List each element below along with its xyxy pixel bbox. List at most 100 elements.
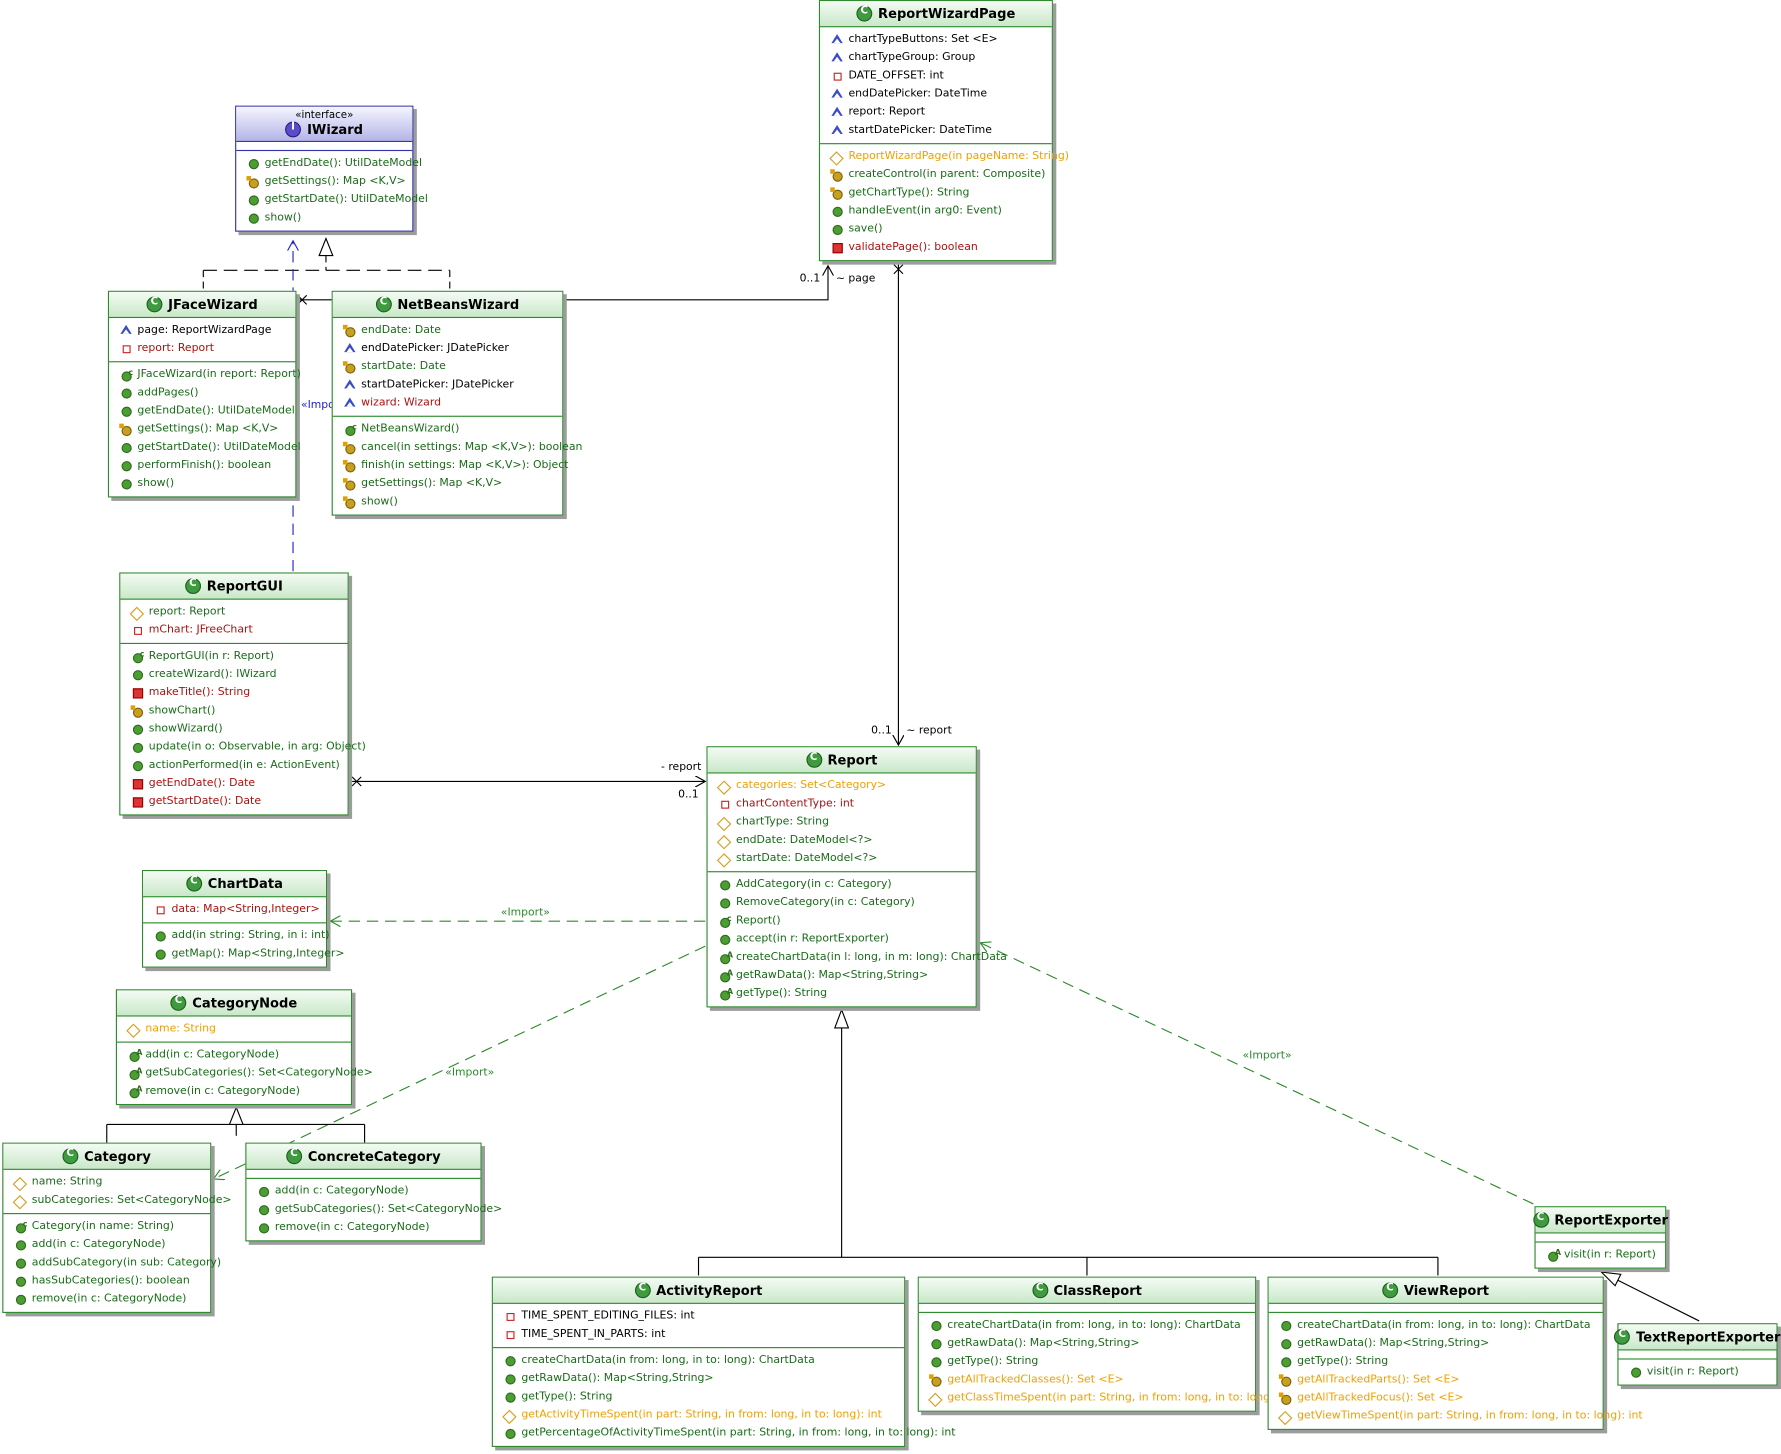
operation-row[interactable]: handleEvent(in arg0: Event) bbox=[820, 202, 1052, 220]
attribute-row[interactable]: page: ReportWizardPage bbox=[109, 321, 295, 339]
operation-row[interactable]: getSettings(): Map <K,V> bbox=[109, 420, 295, 438]
operation-row[interactable]: remove(in c: CategoryNode) bbox=[246, 1219, 480, 1237]
operation-row[interactable]: getSubCategories(): Set<CategoryNode> bbox=[117, 1062, 373, 1082]
attribute-row[interactable]: name: String bbox=[117, 1020, 351, 1038]
operation-row[interactable]: accept(in r: ReportExporter) bbox=[708, 930, 976, 948]
operation-row[interactable]: createWizard(): IWizard bbox=[120, 666, 347, 684]
operation-row[interactable]: add(in c: CategoryNode) bbox=[3, 1236, 210, 1254]
operation-row[interactable]: validatePage(): boolean bbox=[820, 239, 1052, 257]
attribute-row[interactable]: endDate: DateModel<?> bbox=[708, 831, 976, 849]
operation-row[interactable]: ReportWizardPage(in pageName: String) bbox=[820, 148, 1069, 166]
attribute-row[interactable]: chartTypeGroup: Group bbox=[820, 49, 1052, 67]
operation-row[interactable]: getRawData(): Map<String,String> bbox=[919, 1335, 1255, 1353]
attribute-row[interactable]: endDatePicker: DateTime bbox=[820, 85, 1052, 103]
attribute-row[interactable]: data: Map<String,Integer> bbox=[143, 901, 326, 919]
operation-row[interactable]: visit(in r: Report) bbox=[1619, 1363, 1777, 1381]
attribute-row[interactable]: startDate: DateModel<?> bbox=[708, 850, 976, 868]
operation-row[interactable]: getViewTimeSpent(in part: String, in fro… bbox=[1269, 1407, 1643, 1425]
operation-row[interactable]: JFaceWizard(in report: Report) bbox=[109, 363, 301, 384]
operation-row[interactable]: finish(in settings: Map <K,V>): Object bbox=[333, 457, 568, 475]
operation-row[interactable]: Category(in name: String) bbox=[3, 1215, 210, 1236]
operation-row[interactable]: getAllTrackedFocus(): Set <E> bbox=[1269, 1389, 1603, 1407]
operation-row[interactable]: getEndDate(): UtilDateModel bbox=[109, 402, 295, 420]
operation-row[interactable]: show() bbox=[236, 209, 412, 227]
operation-row[interactable]: showChart() bbox=[120, 702, 347, 720]
operation-row[interactable]: showWizard() bbox=[120, 720, 347, 738]
operation-row[interactable]: hasSubCategories(): boolean bbox=[3, 1272, 210, 1290]
operation-row[interactable]: addSubCategory(in sub: Category) bbox=[3, 1254, 221, 1272]
operation-row[interactable]: getType(): String bbox=[708, 982, 976, 1003]
attribute-row[interactable]: TIME_SPENT_EDITING_FILES: int bbox=[493, 1307, 904, 1325]
attribute-row[interactable]: wizard: Wizard bbox=[333, 394, 562, 412]
operation-row[interactable]: createChartData(in l: long, in m: long):… bbox=[708, 946, 1007, 966]
attribute-row[interactable]: endDate: Date bbox=[333, 321, 562, 339]
operation-row[interactable]: add(in string: String, in i: int) bbox=[143, 927, 330, 945]
operation-row[interactable]: ReportGUI(in r: Report) bbox=[120, 645, 347, 665]
attribute-row[interactable]: endDatePicker: JDatePicker bbox=[333, 340, 562, 358]
operation-row[interactable]: getEndDate(): UtilDateModel bbox=[236, 154, 422, 172]
operation-row[interactable]: getRawData(): Map<String,String> bbox=[1269, 1335, 1603, 1353]
operation-row[interactable]: getClassTimeSpent(in part: String, in fr… bbox=[919, 1389, 1295, 1407]
operation-row[interactable]: AddCategory(in c: Category) bbox=[708, 876, 976, 894]
operation-row[interactable]: add(in c: CategoryNode) bbox=[246, 1182, 480, 1200]
operation-row[interactable]: getActivityTimeSpent(in part: String, in… bbox=[493, 1406, 904, 1424]
attribute-row[interactable]: report: Report bbox=[820, 103, 1052, 121]
attribute-row[interactable]: mChart: JFreeChart bbox=[120, 621, 347, 639]
attribute-row[interactable]: chartTypeButtons: Set <E> bbox=[820, 31, 1052, 49]
operation-row[interactable]: actionPerformed(in e: ActionEvent) bbox=[120, 756, 347, 774]
attribute-row[interactable]: report: Report bbox=[109, 340, 295, 358]
operation-row[interactable]: createControl(in parent: Composite) bbox=[820, 166, 1052, 184]
attribute-row[interactable]: startDatePicker: JDatePicker bbox=[333, 376, 562, 394]
operation-row[interactable]: getAllTrackedParts(): Set <E> bbox=[1269, 1371, 1603, 1389]
operation-row[interactable]: visit(in r: Report) bbox=[1536, 1244, 1665, 1264]
operation-row[interactable]: getType(): String bbox=[919, 1353, 1255, 1371]
operation-row[interactable]: getStartDate(): UtilDateModel bbox=[109, 438, 301, 456]
operation-row[interactable]: remove(in c: CategoryNode) bbox=[3, 1290, 210, 1308]
operation-row[interactable]: NetBeansWizard() bbox=[333, 418, 562, 438]
attribute-row[interactable]: chartContentType: int bbox=[708, 795, 976, 813]
operation-row[interactable]: Report() bbox=[708, 910, 976, 930]
operation-row[interactable]: getType(): String bbox=[493, 1388, 904, 1406]
attribute-row[interactable]: name: String bbox=[3, 1173, 210, 1191]
attribute-row[interactable]: TIME_SPENT_IN_PARTS: int bbox=[493, 1325, 904, 1343]
attribute-row[interactable]: startDate: Date bbox=[333, 358, 562, 376]
operation-row[interactable]: performFinish(): boolean bbox=[109, 457, 295, 475]
operation-row[interactable]: update(in o: Observable, in arg: Object) bbox=[120, 738, 366, 756]
operation-row[interactable]: makeTitle(): String bbox=[120, 684, 347, 702]
operation-row[interactable]: getEndDate(): Date bbox=[120, 775, 347, 793]
attribute-row[interactable]: categories: Set<Category> bbox=[708, 777, 976, 795]
operation-row[interactable]: createChartData(in from: long, in to: lo… bbox=[919, 1316, 1255, 1334]
attribute-row[interactable]: subCategories: Set<CategoryNode> bbox=[3, 1191, 232, 1209]
operation-row[interactable]: getRawData(): Map<String,String> bbox=[493, 1370, 904, 1388]
operation-row[interactable]: getPercentageOfActivityTimeSpent(in part… bbox=[493, 1424, 956, 1442]
operation-row[interactable]: getMap(): Map<String,Integer> bbox=[143, 945, 344, 963]
operation-row[interactable]: show() bbox=[109, 475, 295, 493]
class-activityreport[interactable]: ActivityReportTIME_SPENT_EDITING_FILES: … bbox=[491, 1276, 956, 1448]
operation-row[interactable]: getSettings(): Map <K,V> bbox=[333, 475, 562, 493]
operation-row[interactable]: getSubCategories(): Set<CategoryNode> bbox=[246, 1201, 502, 1219]
attribute-row[interactable]: report: Report bbox=[120, 603, 347, 621]
operation-row[interactable]: getRawData(): Map<String,String> bbox=[708, 964, 976, 985]
operation-row[interactable]: getStartDate(): Date bbox=[120, 793, 347, 811]
operation-row[interactable]: createChartData(in from: long, in to: lo… bbox=[493, 1352, 904, 1370]
attribute-row[interactable]: DATE_OFFSET: int bbox=[820, 67, 1052, 85]
operation-row[interactable]: getChartType(): String bbox=[820, 184, 1052, 202]
operation-row[interactable]: getType(): String bbox=[1269, 1353, 1603, 1371]
operation-row[interactable]: addPages() bbox=[109, 384, 295, 402]
operation-row[interactable]: show() bbox=[333, 493, 562, 511]
operation-row[interactable]: getStartDate(): UtilDateModel bbox=[236, 191, 428, 209]
attribute-row[interactable]: startDatePicker: DateTime bbox=[820, 122, 1052, 140]
operation-row[interactable]: add(in c: CategoryNode) bbox=[117, 1044, 351, 1064]
